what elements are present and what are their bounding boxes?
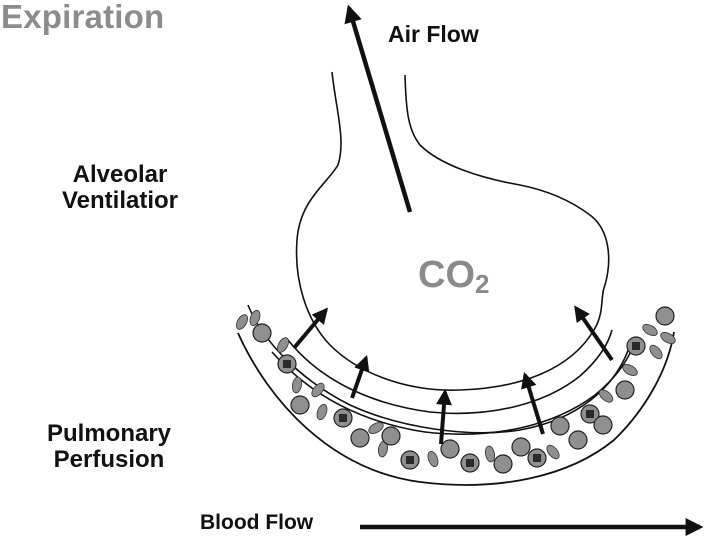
blood-cell — [615, 380, 635, 400]
alveolar-membrane — [287, 329, 613, 415]
diffusion-arrows — [292, 305, 614, 445]
alveolar-label-line2: Ventilatior — [61, 186, 179, 214]
pulmonary-label-line2: Perfusion — [53, 445, 165, 473]
gas-label-main: CO — [418, 254, 475, 296]
blood-cell-side — [546, 444, 560, 460]
blood-cell-side — [249, 309, 261, 327]
blood-cell — [290, 395, 310, 415]
alveolar-label-line1: Alveolar — [72, 161, 168, 188]
alveolar-ventilation-label: Alveolar Ventilatior — [40, 162, 200, 214]
blood-cell-side — [291, 376, 303, 394]
cell-nucleus — [466, 459, 474, 467]
diffusion-arrow — [292, 307, 329, 350]
blood-cell-side — [649, 344, 663, 360]
blood-cell — [350, 428, 370, 448]
blood-cell-side — [598, 389, 614, 403]
blood-cell-side — [622, 364, 638, 376]
blood-cell — [440, 439, 460, 459]
diffusion-arrow — [436, 388, 452, 445]
blood-cell — [550, 416, 570, 436]
cell-nucleus — [632, 342, 640, 350]
diffusion-arrow — [350, 354, 370, 399]
capillary-top-edge — [271, 343, 635, 435]
blood-cell — [511, 437, 531, 457]
cell-nucleus — [406, 456, 414, 464]
blood-cell — [655, 306, 675, 326]
cell-nucleus — [586, 410, 594, 418]
blood-cell-side — [368, 422, 384, 434]
blood-flow-label: Blood Flow — [200, 511, 314, 534]
pulmonary-label-line1: Pulmonary — [46, 420, 172, 447]
blood-cell-side — [236, 314, 248, 330]
gas-label-subscript: 2 — [475, 269, 490, 299]
blood-cell — [493, 454, 513, 474]
diagram-title: Expiration — [1, 0, 165, 35]
blood-cell-side — [316, 403, 328, 421]
alveolus-outline — [295, 71, 610, 391]
pulmonary-perfusion-label: Pulmonary Perfusion — [20, 421, 198, 473]
cell-nucleus — [339, 414, 347, 422]
capillary-wall-outer — [237, 331, 675, 486]
diffusion-arrow — [574, 305, 614, 362]
blood-cell-side — [484, 445, 496, 463]
blood-cell — [568, 430, 588, 450]
diffusion-arrow — [521, 371, 545, 435]
blood-cell — [593, 415, 613, 435]
blood-cell-side — [427, 450, 439, 468]
blood-cell-side — [311, 382, 325, 398]
blood-cells — [236, 306, 676, 474]
gas-label: CO2 — [418, 254, 490, 299]
blood-cell — [252, 323, 272, 343]
blood-cell-side — [277, 337, 289, 353]
blood-cell-side — [642, 324, 658, 336]
cell-nucleus — [533, 454, 541, 462]
cell-nucleus — [283, 360, 291, 368]
air-flow-arrow — [344, 4, 413, 213]
air-flow-label: Air Flow — [388, 21, 479, 47]
blood-cell — [381, 426, 401, 446]
blood-cell-side — [660, 332, 676, 344]
